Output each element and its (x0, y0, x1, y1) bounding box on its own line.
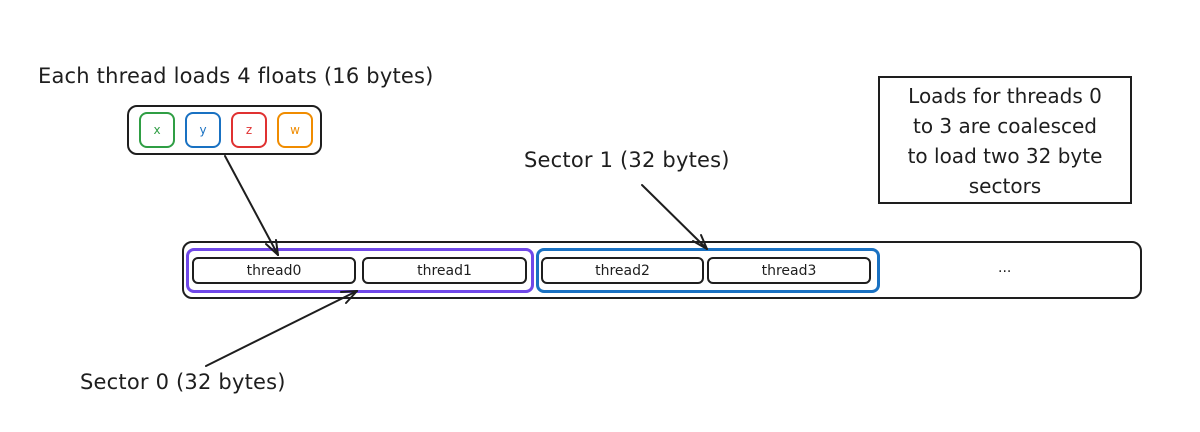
sector0-label: Sector 0 (32 bytes) (80, 370, 286, 394)
thread-label-2: thread2 (595, 262, 650, 279)
thread-box-2: thread2 (541, 257, 704, 284)
arrow-float-to-thread0 (224, 155, 279, 256)
float-z-label: z (245, 123, 253, 137)
note-line-1: Loads for threads 0 (908, 84, 1102, 108)
thread-box-3: thread3 (707, 257, 871, 284)
sector1-outline (536, 248, 880, 293)
ellipsis: ... (998, 260, 1012, 276)
float-y-label: y (199, 123, 207, 137)
arrow-sector1 (641, 184, 708, 250)
note-box: Loads for threads 0 to 3 are coalesced t… (878, 76, 1132, 204)
float-load-label: Each thread loads 4 floats (16 bytes) (38, 64, 434, 88)
float-w-label: w (290, 123, 300, 137)
sector1-label: Sector 1 (32 bytes) (524, 148, 730, 172)
thread-label-1: thread1 (417, 262, 472, 279)
note-line-3: to load two 32 byte (907, 144, 1103, 168)
note-line-2: to 3 are coalesced (913, 114, 1097, 138)
thread-box-0: thread0 (192, 257, 356, 284)
memory-bar (182, 241, 1142, 299)
float-w: w (277, 112, 313, 148)
thread-box-1: thread1 (362, 257, 527, 284)
thread-label-0: thread0 (246, 262, 302, 279)
float-group: x y z w (127, 105, 322, 155)
float-x: x (139, 112, 175, 148)
note-line-4: sectors (968, 174, 1042, 198)
arrow-sector0 (205, 290, 358, 367)
sector0-outline (186, 248, 534, 293)
thread-label-3: thread3 (761, 262, 817, 279)
float-x-label: x (153, 123, 161, 137)
float-z: z (231, 112, 267, 148)
float-y: y (185, 112, 221, 148)
